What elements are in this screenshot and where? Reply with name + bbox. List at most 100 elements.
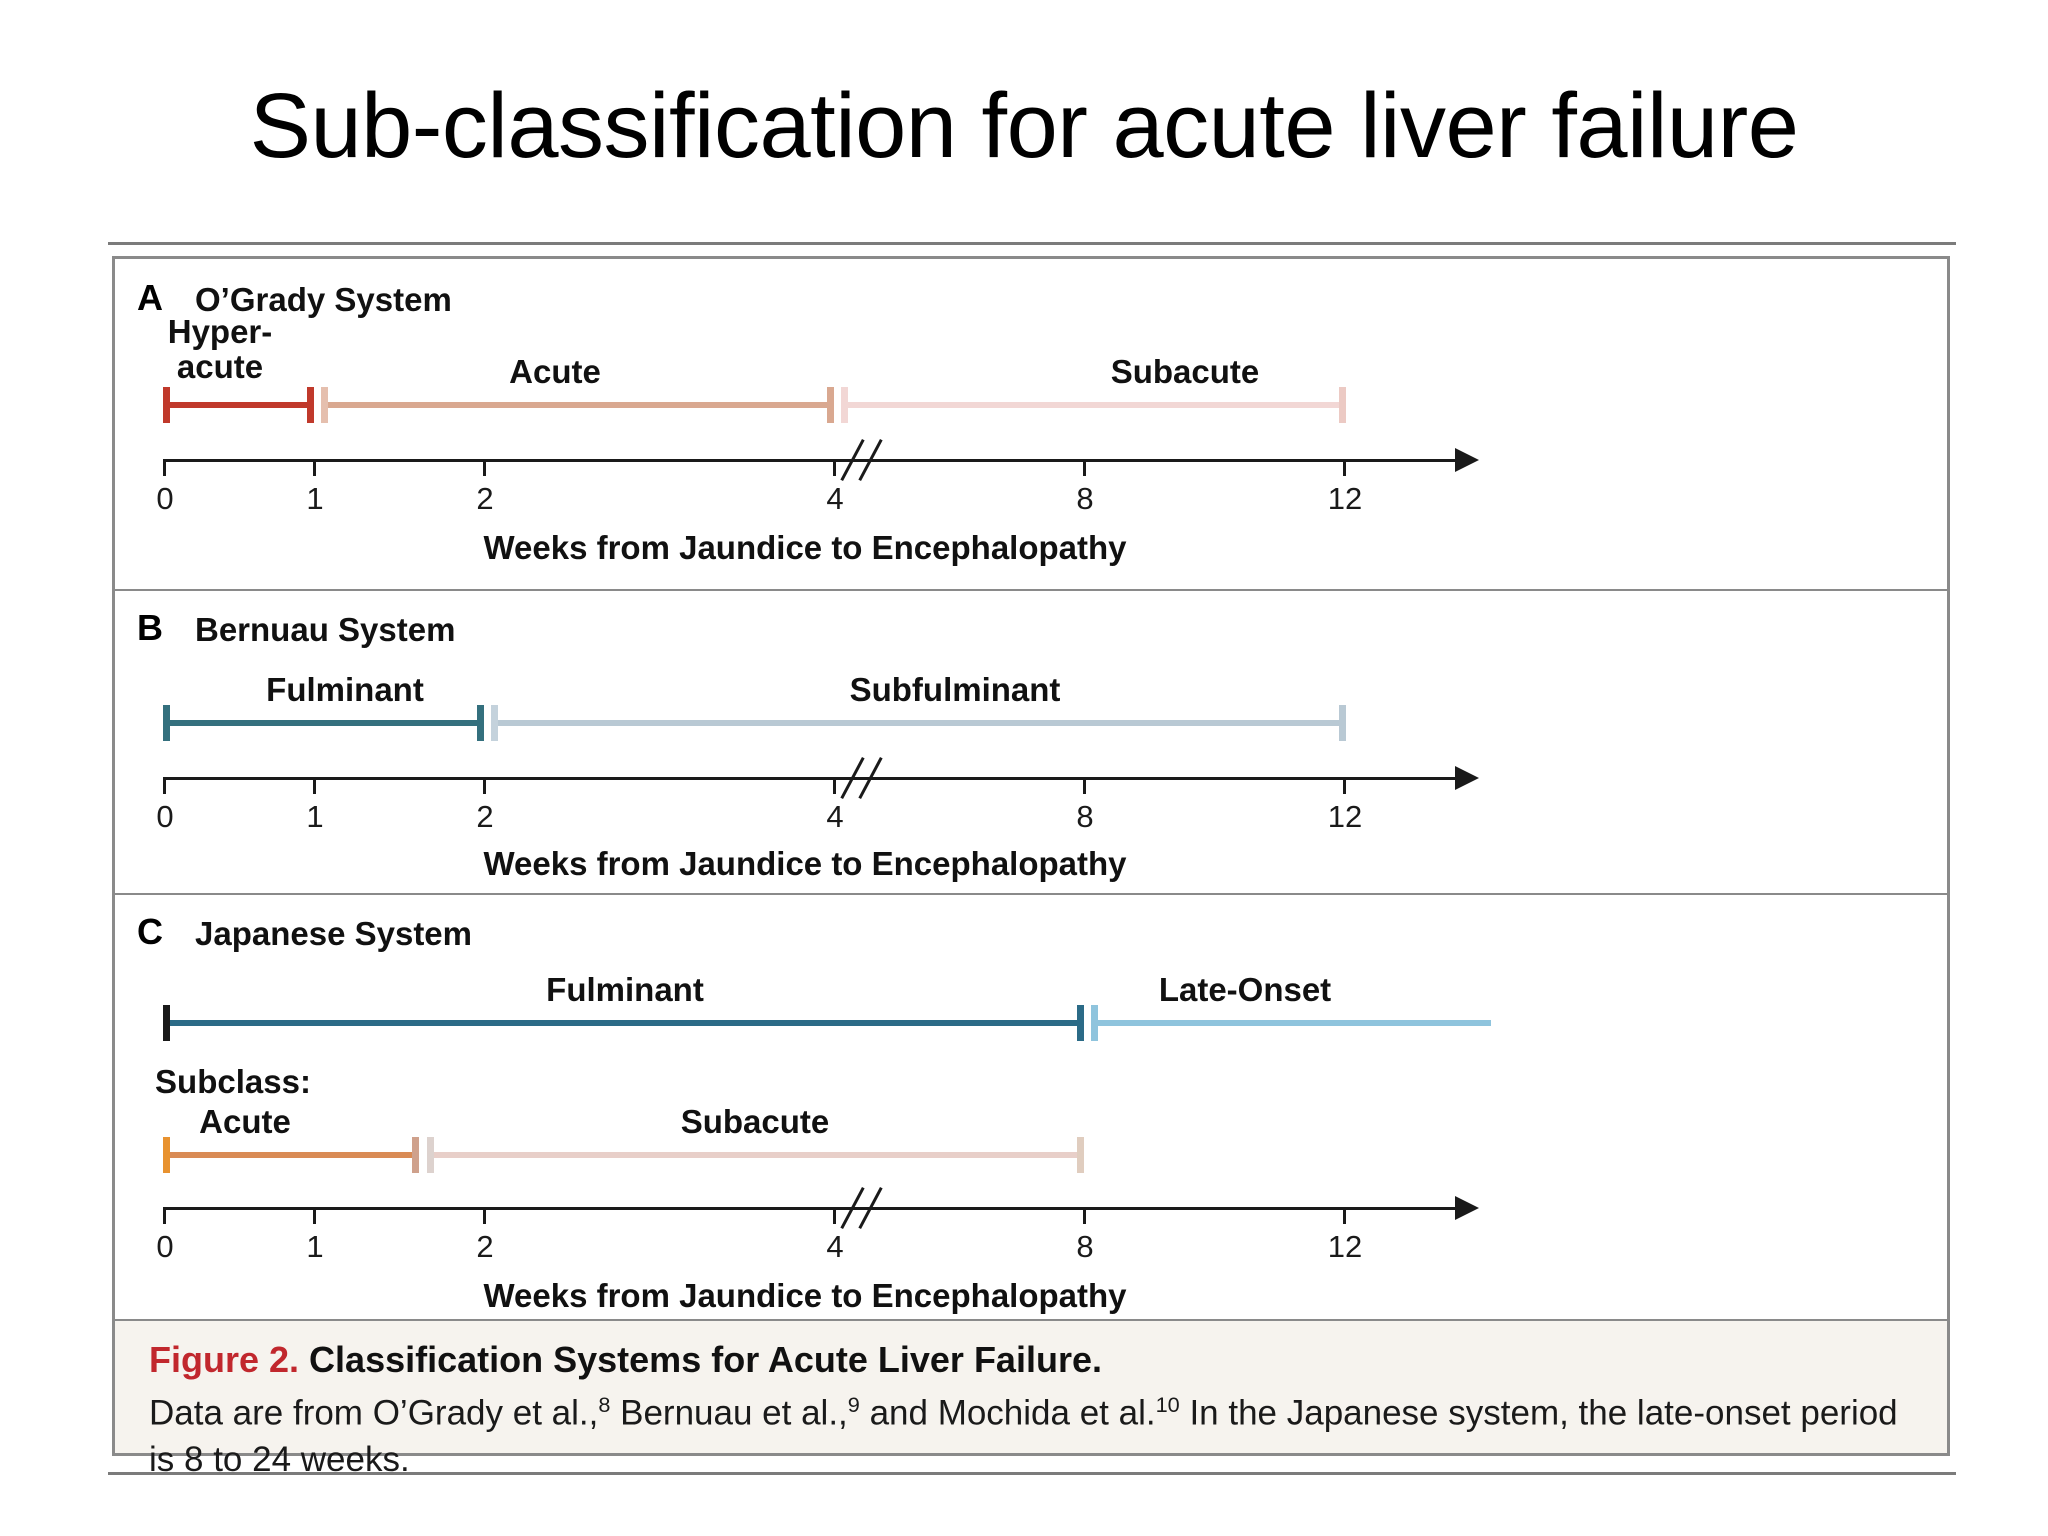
panel-a-letter: A xyxy=(137,277,163,318)
panel-c-title: Japanese System xyxy=(195,915,473,952)
segment-bar-acute xyxy=(321,402,833,408)
segment-cap-fulminant-end xyxy=(477,705,484,741)
caption-ref-9: 9 xyxy=(847,1391,860,1417)
axis-tick-12 xyxy=(1343,459,1346,476)
panel-b-title: Bernuau System xyxy=(195,611,456,648)
axis-tick-2 xyxy=(483,1207,486,1224)
panel-b-axis-break xyxy=(840,756,895,800)
segment-cap-subfulminant-start xyxy=(491,705,498,741)
panel-c-timeline: Fulminant Late-Onset Subclass: Acute Sub… xyxy=(115,895,1947,1319)
axis-label-8: 8 xyxy=(1076,481,1094,516)
axis-tick-12 xyxy=(1343,777,1346,794)
panel-b-letter: B xyxy=(137,607,163,648)
panel-c-axis-break xyxy=(840,1186,895,1230)
panel-a-title: O’Grady System xyxy=(195,281,452,318)
figure-caption: Figure 2. Classification Systems for Acu… xyxy=(115,1321,1947,1479)
axis-label-12: 12 xyxy=(1327,481,1363,516)
panel-a-axis xyxy=(163,459,1455,462)
axis-label-2: 2 xyxy=(476,799,494,834)
axis-label-4: 4 xyxy=(826,481,844,516)
segment-label-fulminant: Fulminant xyxy=(266,671,424,708)
segment-bar-subfulminant xyxy=(491,720,1343,726)
segment-cap-late-onset-start xyxy=(1091,1005,1098,1041)
figure-caption-title: Figure 2. Classification Systems for Acu… xyxy=(149,1337,1913,1384)
segment-bar-acute-jp xyxy=(163,1152,418,1158)
segment-cap-subacute-jp-end xyxy=(1077,1137,1084,1173)
axis-tick-4 xyxy=(833,777,836,794)
axis-label-0: 0 xyxy=(156,799,174,834)
caption-text-part2: Bernuau et al., xyxy=(610,1393,848,1433)
axis-tick-1 xyxy=(313,777,316,794)
axis-tick-2 xyxy=(483,459,486,476)
axis-label-4: 4 xyxy=(826,799,844,834)
panel-divider-caption xyxy=(115,1319,1947,1321)
segment-cap-subfulminant-end xyxy=(1339,705,1346,741)
axis-label-2: 2 xyxy=(476,1229,494,1264)
axis-label-2: 2 xyxy=(476,481,494,516)
segment-label-subacute: Subacute xyxy=(1110,353,1260,390)
segment-bar-fulminant-jp xyxy=(163,1020,1083,1026)
axis-tick-2 xyxy=(483,777,486,794)
panel-a-axis-break xyxy=(840,438,895,482)
caption-text-part1: Data are from O’Grady et al., xyxy=(149,1393,599,1433)
axis-tick-1 xyxy=(313,1207,316,1224)
segment-cap-hyperacute-start xyxy=(163,387,170,423)
axis-tick-8 xyxy=(1083,1207,1086,1224)
panel-b-axis xyxy=(163,777,1455,780)
panel-divider-bc xyxy=(115,893,1947,895)
segment-cap-acute-start xyxy=(321,387,328,423)
axis-tick-0 xyxy=(163,1207,166,1224)
segment-cap-acute-jp-end xyxy=(412,1137,419,1173)
panel-c-axis-arrow xyxy=(1455,1196,1479,1220)
segment-cap-subacute-end xyxy=(1339,387,1346,423)
axis-tick-0 xyxy=(163,777,166,794)
axis-label-8: 8 xyxy=(1076,1229,1094,1264)
segment-label-hyperacute: Hyper- acute xyxy=(167,313,273,385)
panel-divider-ab xyxy=(115,589,1947,591)
panel-b-axis-arrow xyxy=(1455,766,1479,790)
panel-b-bernuau-system: B Bernuau System Fulminant Subfulminant xyxy=(115,591,1947,893)
segment-label-subacute-jp: Subacute xyxy=(680,1103,830,1140)
segment-cap-fulminant-jp-end xyxy=(1077,1005,1084,1041)
axis-tick-8 xyxy=(1083,459,1086,476)
figure-number: Figure 2. xyxy=(149,1339,300,1380)
subclass-label: Subclass: xyxy=(155,1063,311,1100)
segment-bar-late-onset xyxy=(1091,1020,1491,1026)
axis-label-0: 0 xyxy=(156,481,174,516)
axis-tick-4 xyxy=(833,459,836,476)
panel-b-axis-caption: Weeks from Jaundice to Encephalopathy xyxy=(483,845,1127,882)
panel-a-timeline: Hyper- acute Acute Subacute xyxy=(115,259,1947,589)
axis-tick-0 xyxy=(163,459,166,476)
axis-label-1: 1 xyxy=(306,1229,324,1264)
panel-c-axis xyxy=(163,1207,1455,1210)
axis-label-1: 1 xyxy=(306,799,324,834)
panel-a-ogrady-system: A O’Grady System Hyper- acute Acute Suba… xyxy=(115,259,1947,589)
segment-label-hyperacute-line2: acute xyxy=(176,347,264,385)
axis-label-8: 8 xyxy=(1076,799,1094,834)
segment-label-hyperacute-line1: Hyper- xyxy=(167,313,273,350)
axis-tick-4 xyxy=(833,1207,836,1224)
panel-c-axis-caption: Weeks from Jaundice to Encephalopathy xyxy=(483,1277,1127,1314)
axis-tick-12 xyxy=(1343,1207,1346,1224)
segment-bar-hyperacute xyxy=(163,402,313,408)
axis-tick-1 xyxy=(313,459,316,476)
segment-cap-hyperacute-end xyxy=(307,387,314,423)
axis-label-1: 1 xyxy=(306,481,324,516)
panel-a-axis-arrow xyxy=(1455,448,1479,472)
segment-cap-fulminant-start xyxy=(163,705,170,741)
segment-label-late-onset: Late-Onset xyxy=(1158,971,1332,1008)
segment-label-acute: Acute xyxy=(509,353,601,390)
segment-bar-fulminant xyxy=(163,720,483,726)
axis-label-12: 12 xyxy=(1327,799,1363,834)
caption-text-part3: and Mochida et al. xyxy=(859,1393,1156,1433)
segment-bar-subacute xyxy=(841,402,1343,408)
figure-caption-body: Data are from O’Grady et al.,8 Bernuau e… xyxy=(149,1390,1913,1484)
panel-c-letter: C xyxy=(137,911,163,952)
axis-label-12: 12 xyxy=(1327,1229,1363,1264)
axis-label-4: 4 xyxy=(826,1229,844,1264)
caption-ref-10: 10 xyxy=(1155,1391,1180,1417)
axis-label-0: 0 xyxy=(156,1229,174,1264)
segment-label-subfulminant: Subfulminant xyxy=(849,671,1061,708)
figure-container: A O’Grady System Hyper- acute Acute Suba… xyxy=(112,256,1950,1479)
panel-a-axis-caption: Weeks from Jaundice to Encephalopathy xyxy=(483,529,1127,566)
